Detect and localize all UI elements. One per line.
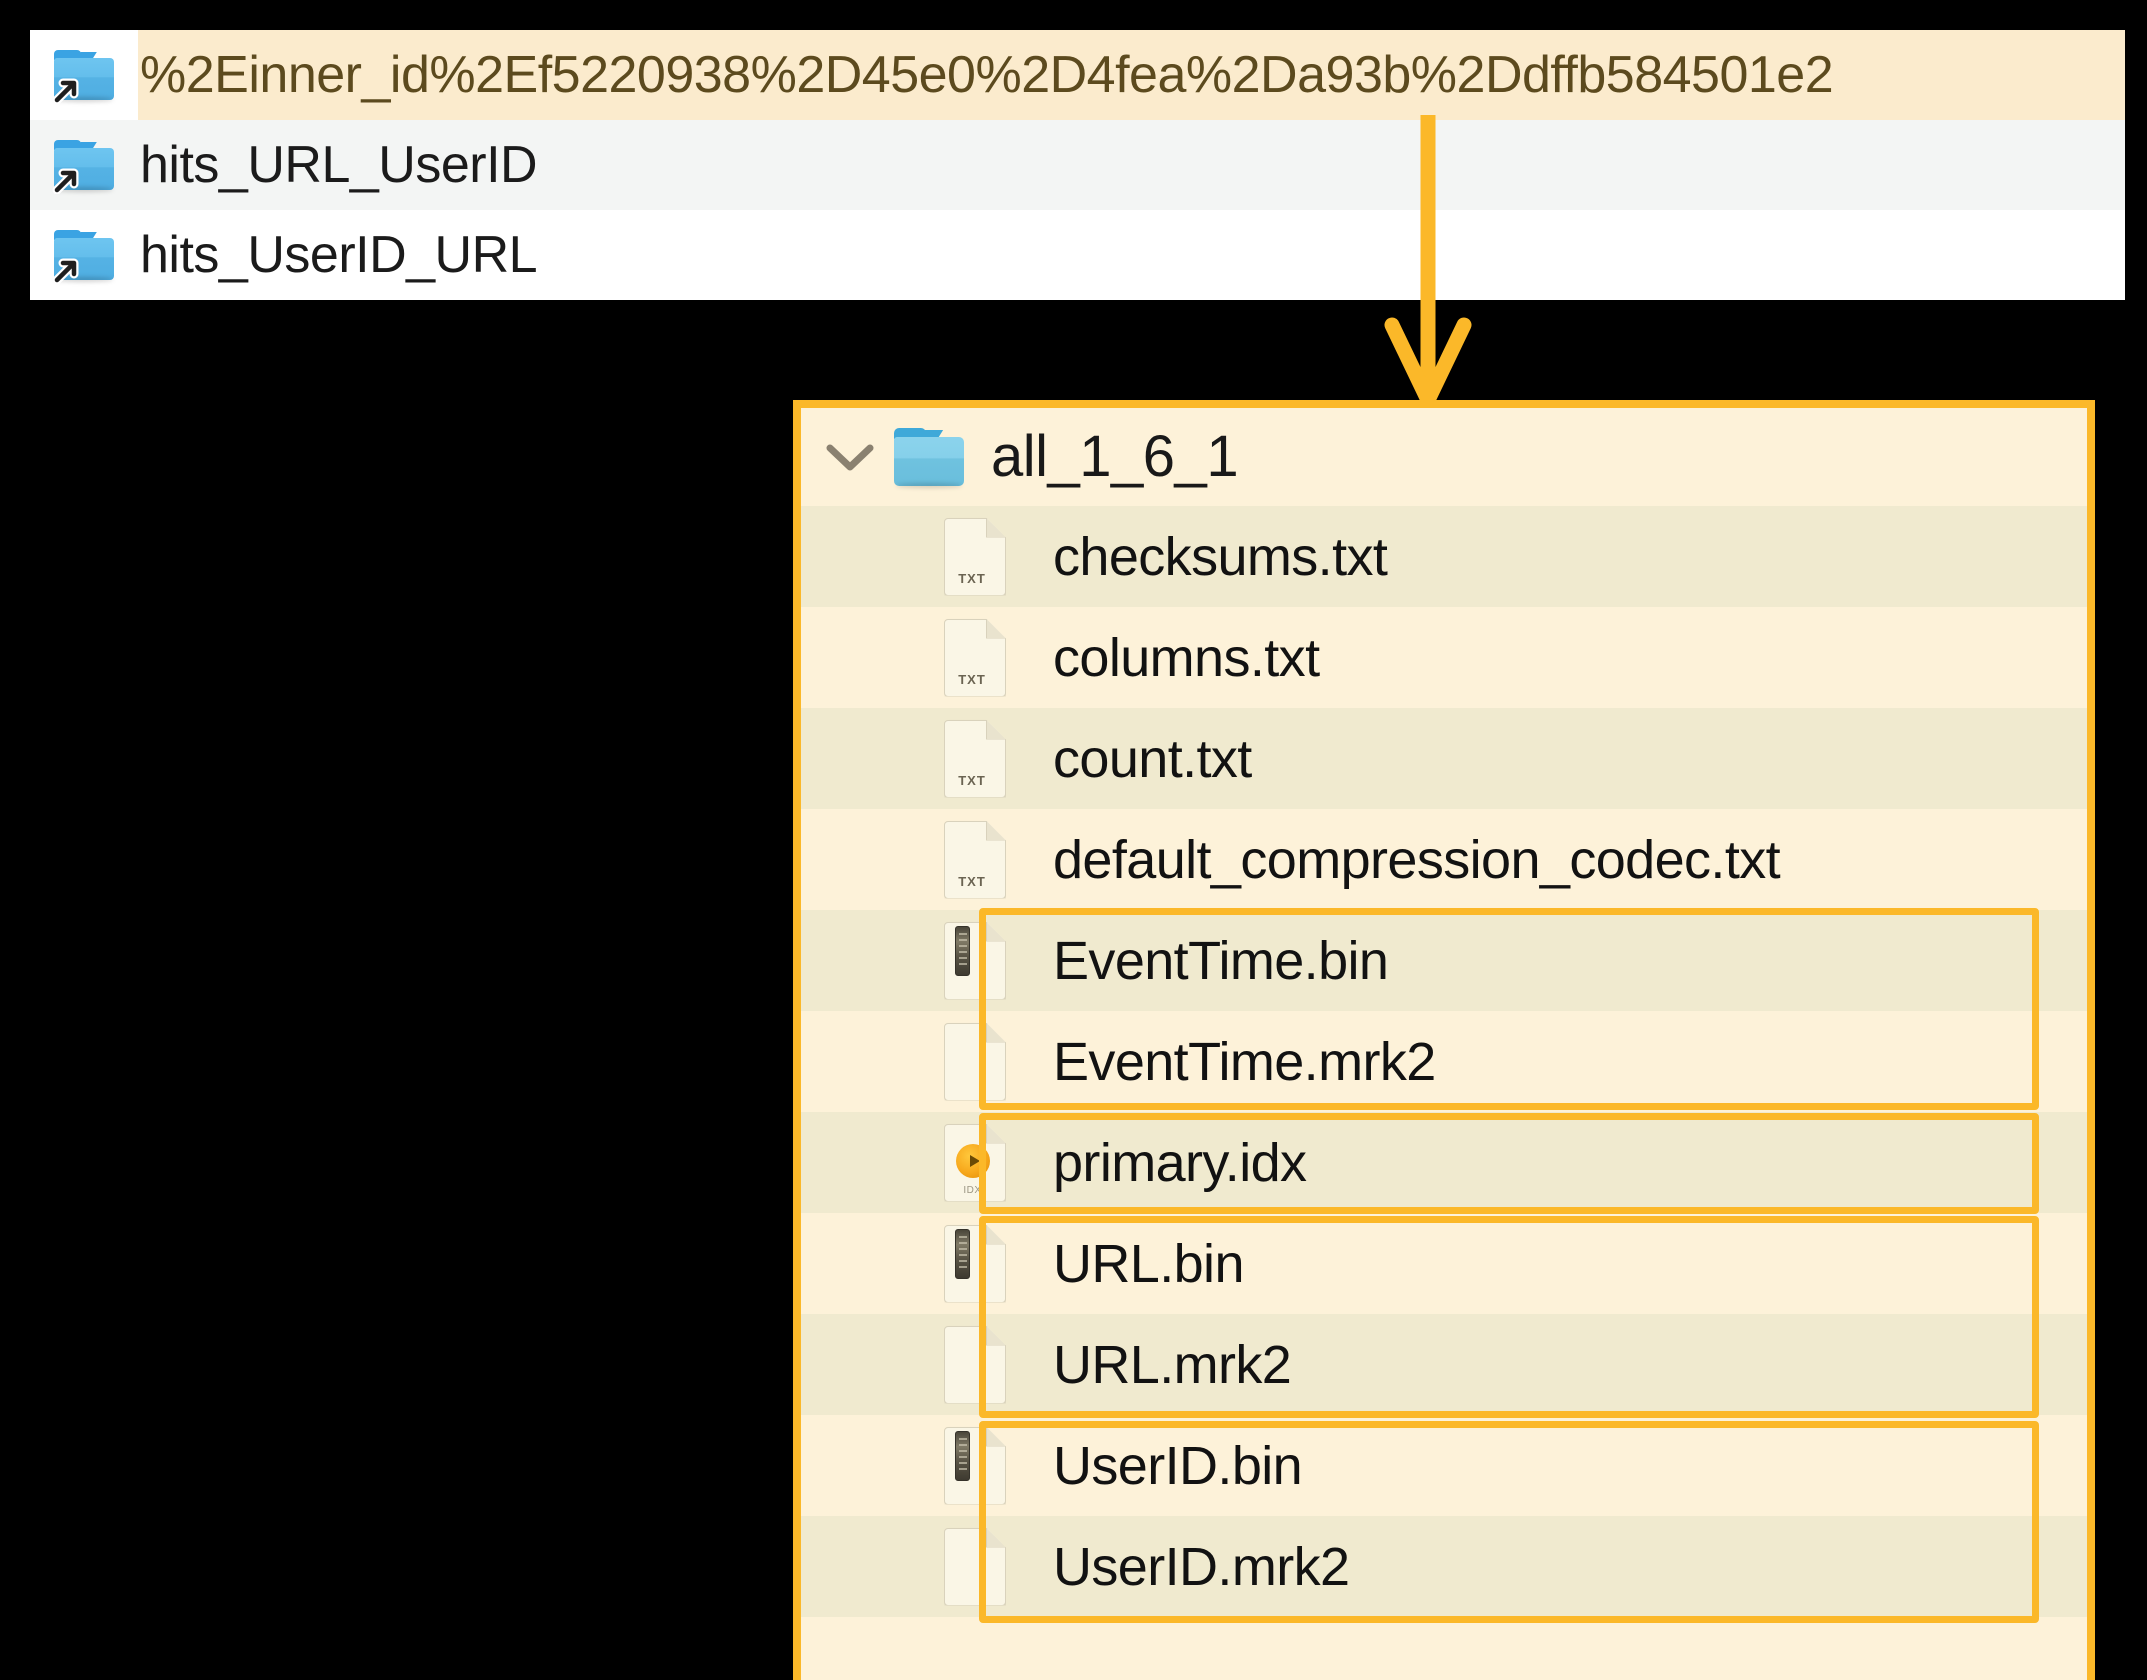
tree-file-label: EventTime.mrk2: [1053, 1031, 1436, 1092]
blank-file-icon: [919, 1527, 1031, 1606]
txt-file-icon-tag: TXT: [958, 671, 986, 687]
tree-file-row[interactable]: TXT columns.txt: [801, 607, 2087, 708]
txt-file-icon-tag: TXT: [958, 772, 986, 788]
tree-file-label: UserID.bin: [1053, 1435, 1303, 1496]
tree-file-label: UserID.mrk2: [1053, 1536, 1350, 1597]
tree-folder-row[interactable]: all_1_6_1: [801, 408, 2087, 506]
tree-file-row[interactable]: IDX primary.idx: [801, 1112, 2087, 1213]
txt-file-icon: TXT: [919, 618, 1031, 697]
tree-file-row[interactable]: TXT count.txt: [801, 708, 2087, 809]
list-item-label: hits_UserID_URL: [140, 226, 538, 284]
list-item[interactable]: hits_URL_UserID: [30, 120, 2125, 210]
tree-file-label: primary.idx: [1053, 1132, 1307, 1193]
tree-folder-label: all_1_6_1: [991, 424, 1239, 489]
tree-file-label: EventTime.bin: [1053, 930, 1389, 991]
list-item[interactable]: %2Einner_id%2Ef5220938%2D45e0%2D4fea%2Da…: [30, 30, 2125, 120]
list-item-label: %2Einner_id%2Ef5220938%2D45e0%2D4fea%2Da…: [138, 30, 2125, 120]
tree-file-row[interactable]: EventTime.bin: [801, 910, 2087, 1011]
folder-icon: [881, 428, 977, 488]
file-tree-panel: all_1_6_1 TXT checksums.txt TXT columns.…: [793, 400, 2095, 1680]
list-item[interactable]: hits_UserID_URL: [30, 210, 2125, 300]
tree-file-row[interactable]: TXT checksums.txt: [801, 506, 2087, 607]
tree-file-label: URL.bin: [1053, 1233, 1245, 1294]
tree-file-row[interactable]: URL.bin: [801, 1213, 2087, 1314]
folder-symlink-icon: [30, 210, 138, 300]
tree-file-label: URL.mrk2: [1053, 1334, 1292, 1395]
tree-file-label: default_compression_codec.txt: [1053, 829, 1781, 890]
folder-symlink-icon: [30, 120, 138, 210]
tree-file-label: count.txt: [1053, 728, 1252, 789]
tree-file-row[interactable]: EventTime.mrk2: [801, 1011, 2087, 1112]
bin-file-icon: [919, 1224, 1031, 1303]
list-item-label: hits_URL_UserID: [140, 136, 538, 194]
tree-file-row[interactable]: TXT default_compression_codec.txt: [801, 809, 2087, 910]
idx-file-icon-tag: IDX: [963, 1184, 982, 1196]
idx-file-icon: IDX: [919, 1123, 1031, 1202]
txt-file-icon: TXT: [919, 517, 1031, 596]
folder-symlink-icon: [30, 30, 138, 120]
symlink-folder-list: %2Einner_id%2Ef5220938%2D45e0%2D4fea%2Da…: [30, 30, 2125, 300]
tree-file-label: columns.txt: [1053, 627, 1320, 688]
tree-file-label: checksums.txt: [1053, 526, 1388, 587]
bin-file-icon: [919, 1426, 1031, 1505]
down-arrow-annotation: [1356, 115, 1506, 415]
txt-file-icon-tag: TXT: [958, 873, 986, 889]
txt-file-icon: TXT: [919, 820, 1031, 899]
txt-file-icon-tag: TXT: [958, 570, 986, 586]
tree-file-row[interactable]: UserID.bin: [801, 1415, 2087, 1516]
blank-file-icon: [919, 1022, 1031, 1101]
bin-file-icon: [919, 921, 1031, 1000]
txt-file-icon: TXT: [919, 719, 1031, 798]
tree-file-row[interactable]: URL.mrk2: [801, 1314, 2087, 1415]
tree-file-row[interactable]: UserID.mrk2: [801, 1516, 2087, 1617]
chevron-down-icon[interactable]: [819, 440, 881, 474]
file-tree-list: all_1_6_1 TXT checksums.txt TXT columns.…: [801, 408, 2087, 1623]
blank-file-icon: [919, 1325, 1031, 1404]
